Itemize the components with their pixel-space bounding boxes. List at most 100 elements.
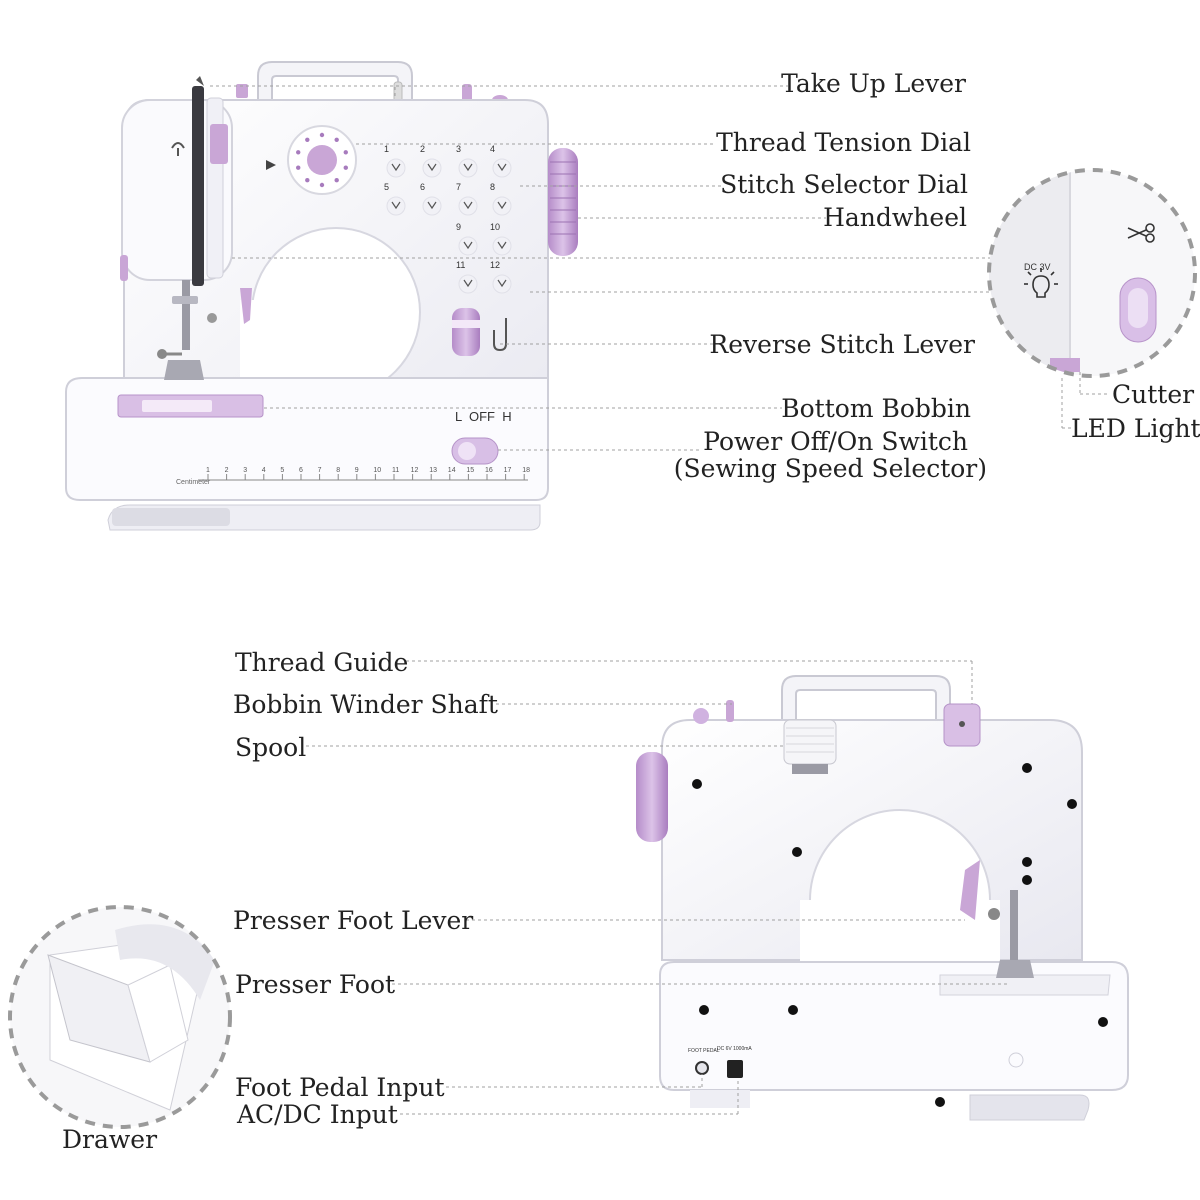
foot-pedal-port: FOOT PEDAL bbox=[688, 1048, 720, 1054]
ruler-number: 5 bbox=[280, 467, 284, 474]
bobbin-wind-icon bbox=[171, 142, 185, 156]
needle-bar bbox=[182, 280, 190, 350]
thread-spool bbox=[783, 719, 837, 765]
ruler-number: 2 bbox=[225, 467, 229, 474]
label-power-switch: Power Off/On Switch bbox=[703, 427, 968, 456]
dc-jack bbox=[727, 1060, 743, 1078]
label-drawer: Drawer bbox=[62, 1125, 158, 1154]
ruler-label: Centimeter bbox=[176, 479, 211, 486]
dial-marker bbox=[305, 137, 310, 142]
stitch-glyph bbox=[497, 163, 507, 172]
stitch-number: 2 bbox=[420, 144, 425, 154]
stitch-number: 10 bbox=[490, 222, 500, 232]
label-ac-dc-input: AC/DC Input bbox=[237, 1100, 398, 1129]
tension-wheel bbox=[210, 124, 228, 164]
stitch-symbol bbox=[492, 196, 512, 216]
dial-marker bbox=[343, 165, 348, 170]
label-take-up-lever: Take Up Lever bbox=[781, 69, 966, 98]
dial-marker bbox=[296, 165, 301, 170]
drawer-inset bbox=[8, 905, 232, 1129]
stitch-glyph bbox=[497, 279, 507, 288]
ruler-number: 6 bbox=[299, 467, 303, 474]
stitch-symbol bbox=[492, 236, 512, 256]
stitch-number: 3 bbox=[456, 144, 461, 154]
label-stitch-selector-dial: Stitch Selector Dial bbox=[720, 170, 968, 199]
stitch-symbol bbox=[386, 196, 406, 216]
ruler-number: 12 bbox=[411, 467, 419, 474]
ruler-number: 15 bbox=[466, 467, 474, 474]
stitch-glyph bbox=[391, 201, 401, 210]
reverse-stitch-lever bbox=[452, 308, 480, 356]
dial-marker bbox=[319, 182, 325, 188]
switch-label: L OFF H bbox=[455, 409, 512, 424]
ruler-number: 18 bbox=[522, 467, 530, 474]
take-up-lever bbox=[196, 76, 204, 86]
stitch-glyph bbox=[463, 279, 473, 288]
label-presser-foot: Presser Foot bbox=[235, 970, 396, 999]
light-bulb-icon bbox=[1024, 268, 1058, 298]
stitch-symbol bbox=[492, 274, 512, 294]
stitch-number: 7 bbox=[456, 182, 461, 192]
dial-marker bbox=[334, 178, 339, 183]
stitch-symbol bbox=[458, 196, 478, 216]
leader-lines bbox=[210, 85, 1108, 1115]
led-cutter-inset: DC 3V bbox=[987, 168, 1197, 378]
label-foot-pedal-input: Foot Pedal Input bbox=[235, 1073, 445, 1102]
stitch-glyph bbox=[497, 201, 507, 210]
stitch-number: 6 bbox=[420, 182, 425, 192]
stitch-glyph bbox=[463, 163, 473, 172]
carry-handle bbox=[257, 61, 413, 105]
dial-marker bbox=[334, 137, 339, 142]
label-reverse-stitch-lever: Reverse Stitch Lever bbox=[709, 330, 975, 359]
stitch-glyph bbox=[497, 241, 507, 250]
rear-machine: FOOT PEDAL DC 6V 1000mA bbox=[636, 675, 1129, 1121]
stitch-glyph bbox=[391, 163, 401, 172]
thread-slot bbox=[192, 86, 204, 286]
stitch-symbol bbox=[422, 158, 442, 178]
ruler-number: 16 bbox=[485, 467, 493, 474]
led-spec: DC 3V bbox=[1024, 262, 1051, 272]
stitch-glyph bbox=[463, 241, 473, 250]
stitch-number: 11 bbox=[456, 260, 465, 270]
stitch-glyph bbox=[427, 163, 437, 172]
handwheel bbox=[548, 148, 578, 256]
dial-marker bbox=[319, 132, 325, 138]
stitch-glyph bbox=[427, 201, 437, 210]
ruler-number: 11 bbox=[392, 467, 399, 474]
power-spec: DC 6V 1000mA bbox=[717, 1046, 752, 1052]
stitch-number: 8 bbox=[490, 182, 495, 192]
stitch-number: 4 bbox=[490, 144, 495, 154]
label-handwheel: Handwheel bbox=[823, 203, 967, 232]
rear-handle bbox=[781, 675, 951, 721]
stitch-number: 12 bbox=[490, 260, 500, 270]
ruler-number: 17 bbox=[504, 467, 512, 474]
stitch-symbol bbox=[458, 274, 478, 294]
stitch-symbol bbox=[386, 158, 406, 178]
stitch-glyph bbox=[463, 201, 473, 210]
dial-marker bbox=[343, 150, 348, 155]
label-cutter: Cutter bbox=[1112, 380, 1195, 409]
dial-markers bbox=[296, 132, 348, 188]
rear-foot bbox=[969, 1094, 1090, 1121]
dial-marker bbox=[296, 150, 301, 155]
ruler-number: 13 bbox=[429, 467, 437, 474]
stitch-symbol bbox=[492, 158, 512, 178]
ruler-number: 7 bbox=[318, 467, 322, 474]
label-spool: Spool bbox=[235, 733, 307, 762]
label-bottom-bobbin: Bottom Bobbin bbox=[781, 394, 971, 423]
label-bobbin-winder-shaft: Bobbin Winder Shaft bbox=[233, 690, 498, 719]
scissors-icon bbox=[1127, 223, 1155, 243]
ruler-number: 10 bbox=[373, 467, 381, 474]
stitch-symbol bbox=[458, 158, 478, 178]
ruler-number: 14 bbox=[448, 467, 456, 474]
ruler-number: 9 bbox=[355, 467, 359, 474]
stitch-symbol bbox=[422, 196, 442, 216]
ruler-number: 3 bbox=[243, 467, 247, 474]
label-sewing-speed-selector: (Sewing Speed Selector) bbox=[673, 454, 987, 483]
ruler-number: 4 bbox=[262, 467, 266, 474]
label-thread-guide: Thread Guide bbox=[235, 648, 409, 677]
stitch-number: 5 bbox=[384, 182, 389, 192]
